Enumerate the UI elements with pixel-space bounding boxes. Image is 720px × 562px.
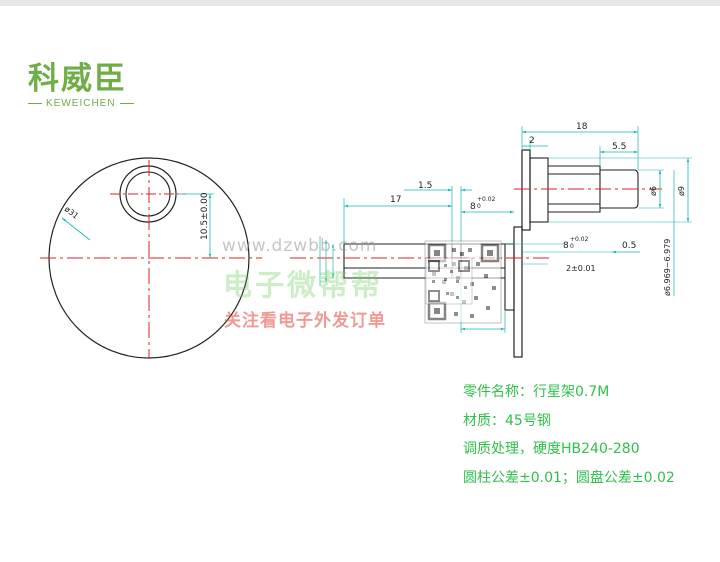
dim-18: 18 xyxy=(576,122,588,132)
dim-d6: ø6 xyxy=(649,186,658,196)
dim-d6-969: ø6.969~6.979 xyxy=(663,239,672,296)
dim-d9: ø9 xyxy=(677,186,686,196)
note-heat-treatment: 调质处理，硬度HB240-280 xyxy=(463,441,640,457)
note-material: 材质：45号钢 xyxy=(463,412,551,429)
note-tolerance: 圆柱公差±0.01；圆盘公差±0.02 xyxy=(463,469,675,486)
technical-notes: 零件名称：行星架0.7M 材质：45号钢 调质处理，硬度HB240-280 圆柱… xyxy=(463,378,675,492)
dim-0-5: 0.5 xyxy=(622,241,636,251)
shaft-step xyxy=(504,243,515,311)
dim-8-top: 8 xyxy=(470,202,476,212)
logo-english-name: KEWEICHEN xyxy=(28,98,168,109)
dim-1-5: 1.5 xyxy=(418,181,432,191)
watermark-subtitle: 关注看电子外发订单 xyxy=(224,311,386,331)
top-bar xyxy=(0,0,720,6)
tol-top-lower: 0 xyxy=(477,203,481,210)
dim-hole-offset: 10.5±0.00 xyxy=(200,192,210,240)
dim-disc-diameter: ø31 xyxy=(63,204,80,220)
tol-mid-lower: 0 xyxy=(570,243,574,250)
logo-chinese-name: 科威臣 xyxy=(28,61,127,97)
top-flange xyxy=(521,149,531,231)
top-step xyxy=(529,157,549,223)
dim-2: 2 xyxy=(529,136,535,146)
shaft-side-view: 17 1.5 8 +0.02 0 8 +0.02 0 0.5 2±0.01 xyxy=(290,181,640,358)
dim-5-5: 5.5 xyxy=(612,142,626,152)
shaft-top-view: 18 2 5.5 ø6 ø9 ø6.969~6.979 xyxy=(514,122,692,296)
flange xyxy=(513,226,523,358)
watermark-url: www.dzwbb.com xyxy=(222,236,378,256)
dim-8-mid: 8 xyxy=(563,241,569,251)
qr-code-small xyxy=(425,257,473,305)
tol-mid-upper: +0.02 xyxy=(570,236,589,243)
shaft-body xyxy=(343,243,505,279)
tol-top-upper: +0.02 xyxy=(477,196,496,203)
watermark-name: 电子微帮帮 xyxy=(223,268,384,302)
dim-17: 17 xyxy=(390,195,401,205)
note-part-name: 零件名称：行星架0.7M xyxy=(463,384,610,400)
company-logo: 科威臣 KEWEICHEN xyxy=(28,62,168,109)
dim-2-tol: 2±0.01 xyxy=(566,264,596,273)
